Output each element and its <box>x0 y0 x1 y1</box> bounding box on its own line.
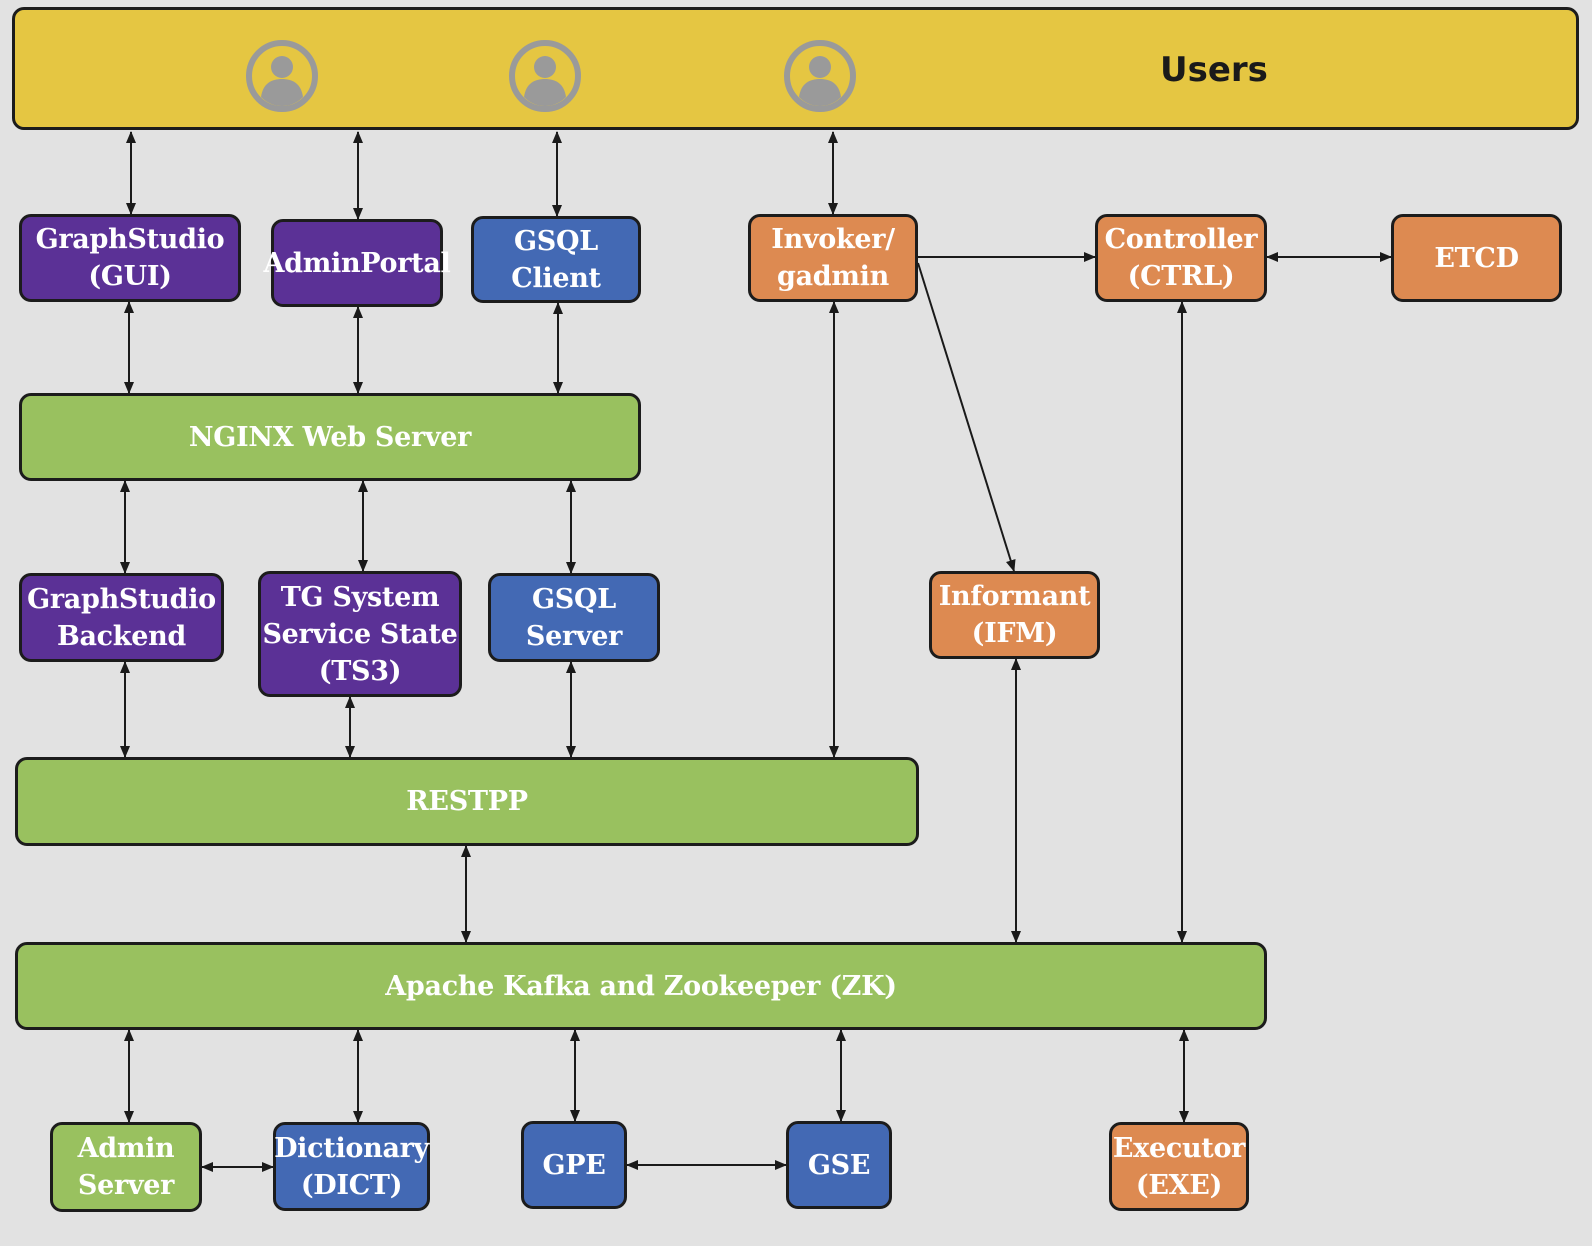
node-gse: GSE <box>786 1121 892 1209</box>
node-executor: Executor (EXE) <box>1109 1122 1249 1211</box>
node-gpe: GPE <box>521 1121 627 1209</box>
user-avatar-icon <box>509 40 581 112</box>
node-graphstudio-backend: GraphStudio Backend <box>19 573 224 662</box>
node-adminportal: AdminPortal <box>263 219 451 307</box>
node-invoker: Invoker/ gadmin <box>748 214 918 302</box>
node-ts3: TG System Service State (TS3) <box>258 571 462 697</box>
node-nginx-web-server: NGINX Web Server <box>19 393 641 481</box>
node-gsql-server: GSQL Server <box>488 573 660 662</box>
user-avatar-icon <box>246 40 318 112</box>
node-graphstudio-gui: GraphStudio (GUI) <box>19 214 241 302</box>
node-controller: Controller (CTRL) <box>1095 214 1267 302</box>
node-dictionary: Dictionary (DICT) <box>273 1122 430 1211</box>
users-label: Users <box>1160 50 1268 90</box>
node-admin-server: Admin Server <box>50 1122 202 1212</box>
node-informant: Informant (IFM) <box>929 571 1100 659</box>
node-restpp: RESTPP <box>15 757 919 846</box>
node-gsql-client: GSQL Client <box>471 216 641 303</box>
node-etcd: ETCD <box>1391 214 1562 302</box>
node-kafka-zookeeper: Apache Kafka and Zookeeper (ZK) <box>15 942 1267 1030</box>
edge-invoker-informant <box>917 262 1016 572</box>
user-avatar-icon <box>784 40 856 112</box>
